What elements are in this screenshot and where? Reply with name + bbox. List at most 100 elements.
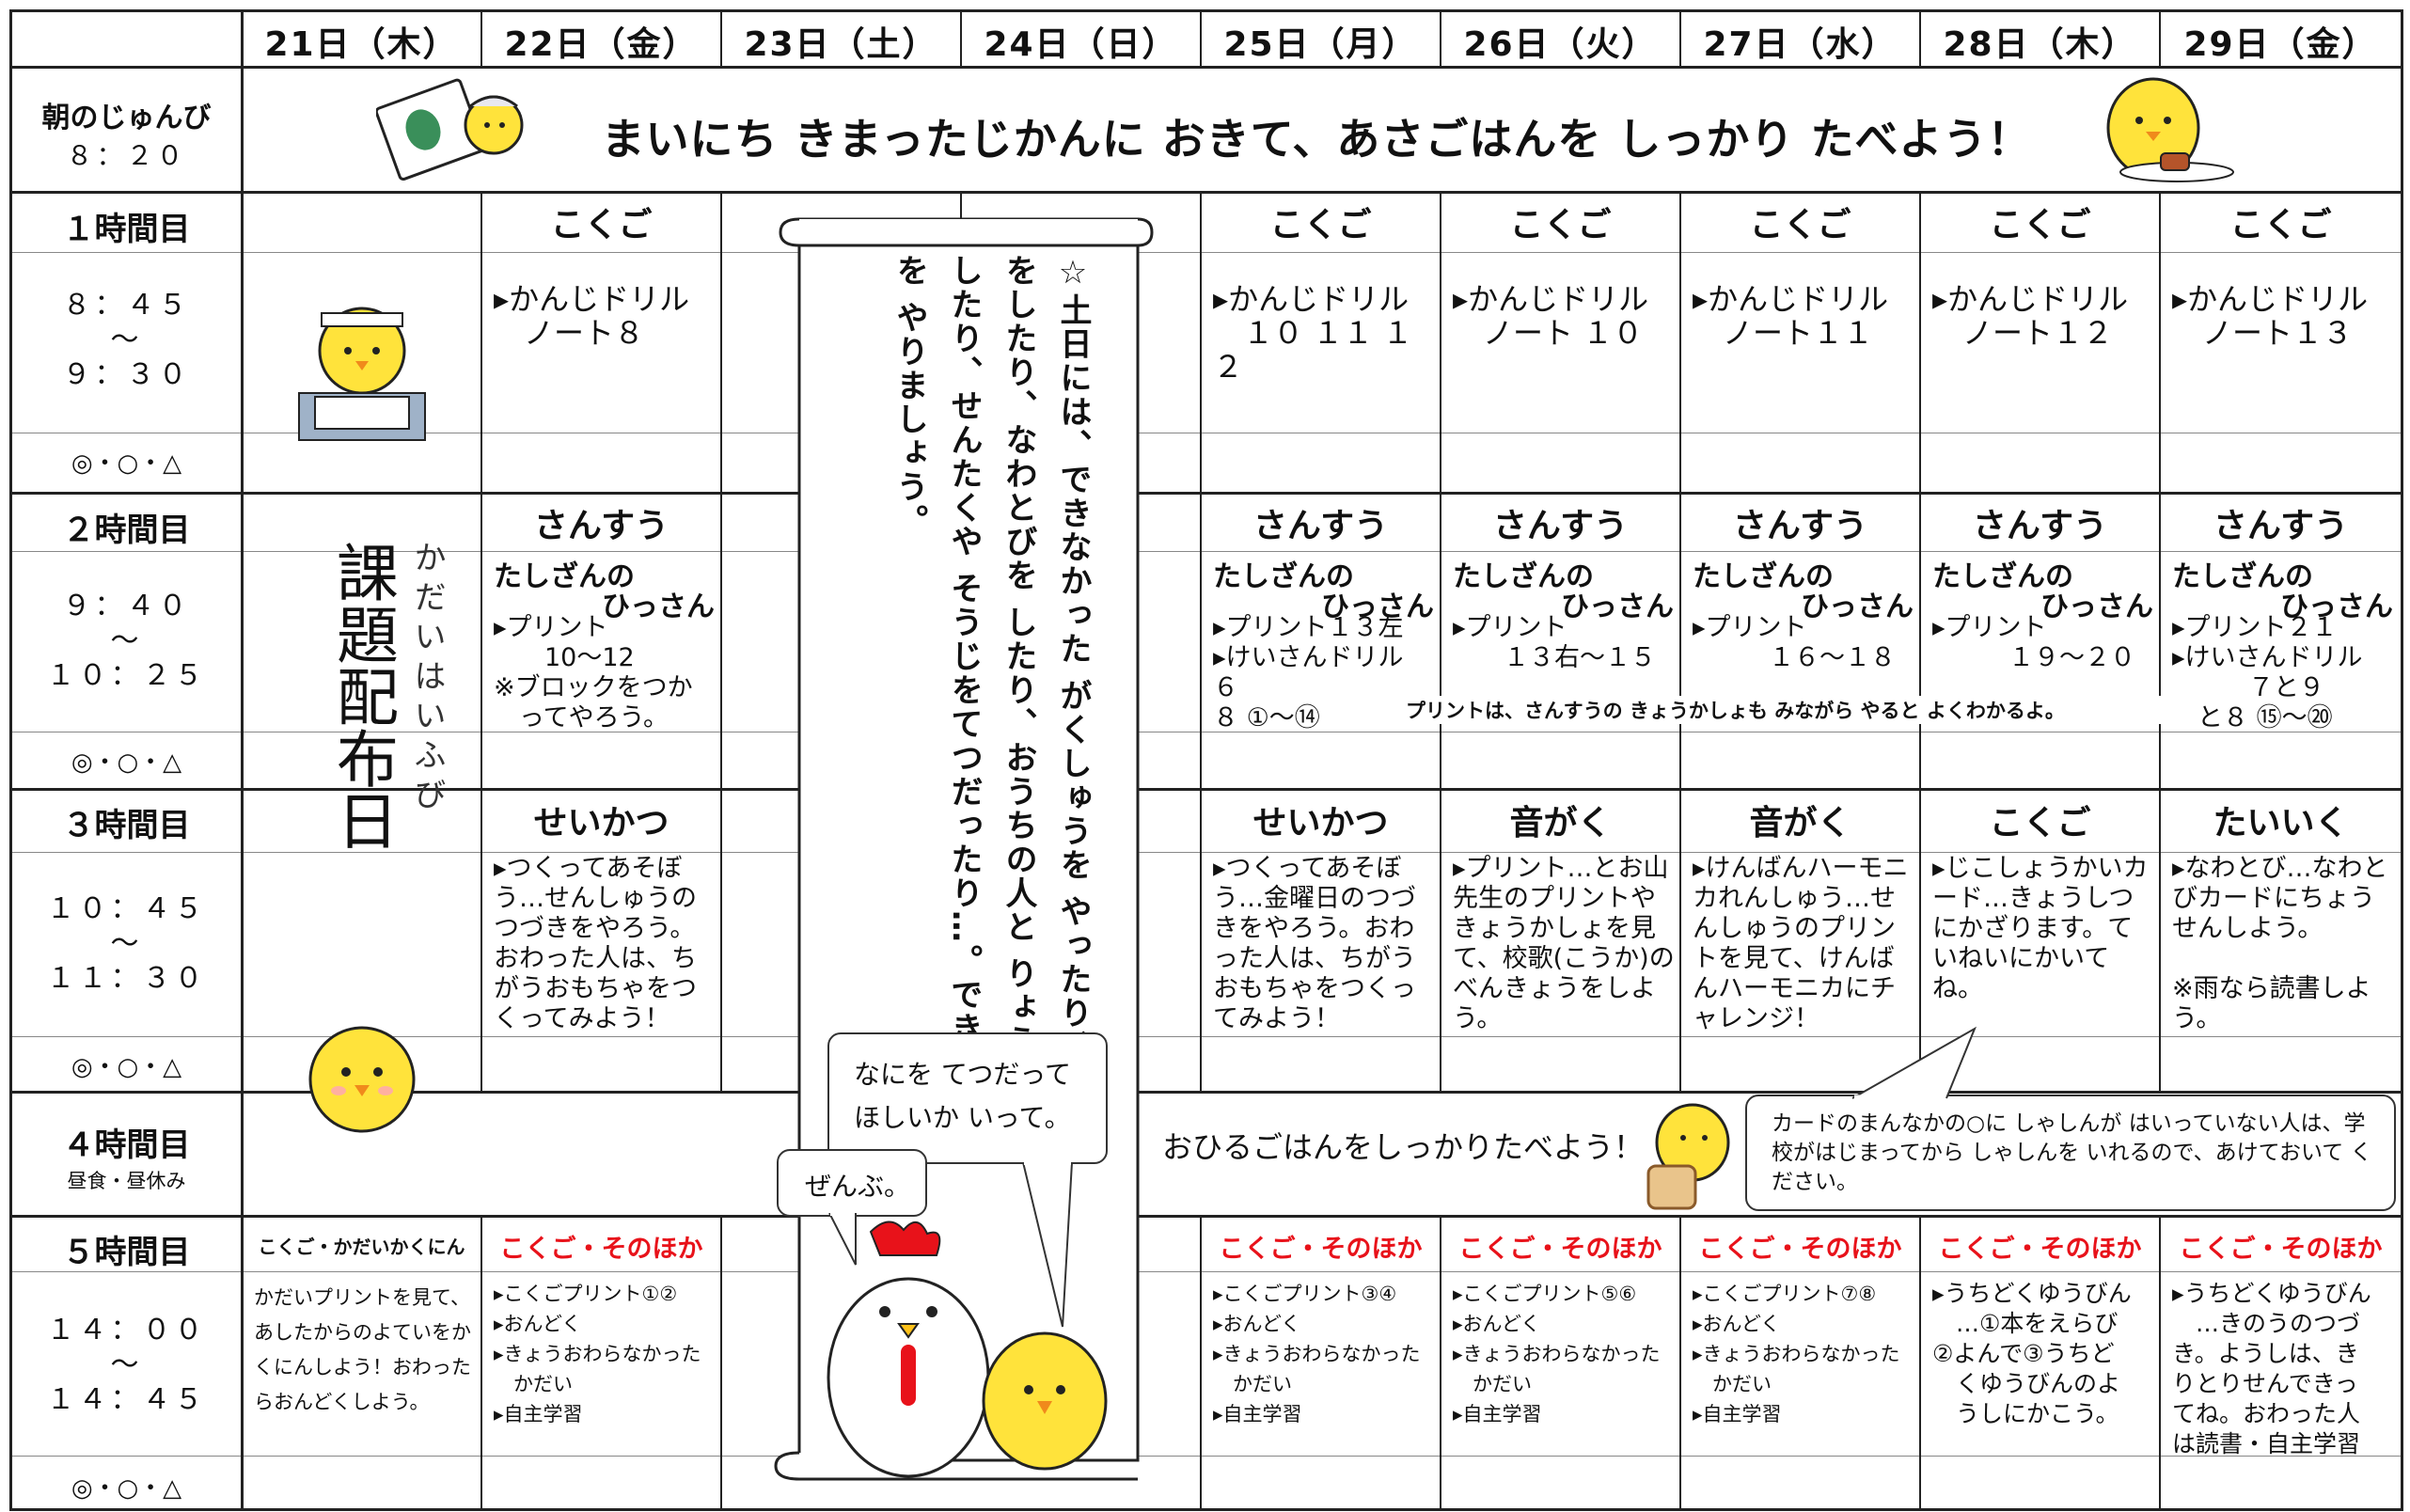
p2-title1-29: たしざんの bbox=[2172, 560, 2313, 593]
p5-subject-29: こくご・そのほか bbox=[2179, 1235, 2383, 1264]
morning-time: ８：２０ bbox=[66, 140, 187, 171]
p2-title1-25: たしざんの bbox=[1213, 560, 1354, 593]
p2-content-25: ▸プリント１３左 ▸けいさんドリル ６ ８ ①～⑭ bbox=[1213, 613, 1404, 732]
chick-bubble-tail bbox=[828, 1213, 857, 1266]
p3-content-29: ▸なわとび…なわとびカードにちょうせんしよう。 ※雨なら読書しよう。 bbox=[2172, 854, 2388, 1033]
card-note-bubble-tail bbox=[1851, 1026, 1977, 1100]
p2-title1-28: たしざんの bbox=[1932, 560, 2073, 593]
p2-title2-29: ひっさん bbox=[2280, 591, 2393, 623]
period-4-label: ４時間目 bbox=[62, 1126, 191, 1164]
p2-subject-27: さんすう bbox=[1732, 507, 1868, 545]
p3-content-22: ▸つくってあそぼう…せんしゅうのつづきをやろう。おわった人は、ちがうおもちゃをつ… bbox=[494, 854, 697, 1033]
period-2-label: ２時間目 bbox=[62, 512, 191, 549]
period-2-time: ９：４０ ～ １０：２５ bbox=[46, 590, 207, 692]
p3-subject-29: たいいく bbox=[2213, 804, 2349, 843]
p3-content-25: ▸つくってあそぼう…金曜日のつづきをやろう。おわった人は、ちがうおもちゃをつくっ… bbox=[1213, 854, 1416, 1033]
p2-content-27: ▸プリント １６～１８ bbox=[1693, 613, 1896, 672]
p3-subject-27: 音がく bbox=[1749, 804, 1851, 843]
period-5-label: ５時間目 bbox=[62, 1234, 191, 1271]
p2-subject-25: さんすう bbox=[1252, 507, 1389, 545]
day-header-26: 26日（火） bbox=[1463, 25, 1658, 64]
p1-content-26: ▸かんじドリル ノート １０ bbox=[1453, 281, 1649, 351]
p1-subject-25: こくご bbox=[1269, 206, 1372, 244]
chick-speech-text: ぜんぶ。 bbox=[805, 1171, 911, 1202]
studying-chick-icon bbox=[298, 307, 426, 441]
kadai-haifubi-ruby: かだいはいふび bbox=[408, 541, 446, 817]
period-3-eval: ◎・○・△ bbox=[71, 1053, 182, 1081]
chick-toast-icon bbox=[1646, 1103, 1730, 1210]
hen-and-chick-icon bbox=[827, 1221, 1108, 1478]
p3-subject-28: こくご bbox=[1989, 804, 2091, 843]
chick-reading-book-icon bbox=[376, 78, 524, 181]
p2-subject-29: さんすう bbox=[2213, 507, 2349, 545]
day-header-21: 21日（木） bbox=[264, 25, 459, 64]
p2-title2-28: ひっさん bbox=[2040, 591, 2153, 623]
p2-content-28: ▸プリント １９～２０ bbox=[1932, 613, 2135, 672]
p2-title1-26: たしざんの bbox=[1453, 560, 1594, 593]
p1-content-28: ▸かんじドリル ノート１２ bbox=[1932, 281, 2129, 351]
p1-content-22: ▸かんじドリル ノート８ bbox=[494, 281, 690, 351]
p5-subject-21: こくご・かだいかくにん bbox=[258, 1236, 465, 1258]
p2-title2-27: ひっさん bbox=[1801, 591, 1914, 623]
hen-speech-bubble: なにを てつだって ほしいか いって。 bbox=[827, 1032, 1108, 1164]
period-5-time: １４：００ ～ １４：４５ bbox=[46, 1314, 207, 1416]
chick-icon bbox=[308, 1026, 416, 1133]
chick-speech-bubble: ぜんぶ。 bbox=[777, 1149, 927, 1217]
period-2-eval: ◎・○・△ bbox=[71, 748, 182, 777]
day-header-29: 29日（金） bbox=[2183, 25, 2378, 64]
day-header-24: 24日（日） bbox=[984, 25, 1178, 64]
p5-content-27: ▸こくごプリント⑦⑧ ▸おんどく ▸きょうおわらなかった かだい ▸自主学習 bbox=[1693, 1283, 1900, 1425]
p2-subject-26: さんすう bbox=[1492, 507, 1629, 545]
p3-subject-25: せいかつ bbox=[1252, 804, 1389, 843]
card-note-bubble: カードのまんなかの○に しゃしんが はいっていない人は、学校がはじまってから し… bbox=[1745, 1095, 2396, 1211]
p5-subject-22: こくご・そのほか bbox=[499, 1235, 703, 1264]
p3-content-28: ▸じこしょうかいカード…きょうしつにかざります。ていねいにかいてね。 bbox=[1932, 854, 2149, 1003]
p1-subject-27: こくご bbox=[1749, 206, 1851, 244]
p2-subject-22: さんすう bbox=[533, 507, 669, 545]
p1-subject-26: こくご bbox=[1509, 206, 1612, 244]
p2-note: プリントは、さんすうの きょうかしょも みながら やると よくわかるよ。 bbox=[1406, 696, 2177, 724]
period-3-time: １０：４５ ～ １１：３０ bbox=[46, 892, 207, 995]
p2-title2-25: ひっさん bbox=[1321, 591, 1434, 623]
p5-subject-26: こくご・そのほか bbox=[1458, 1235, 1662, 1264]
p2-title1-27: たしざんの bbox=[1693, 560, 1834, 593]
p2-title2-26: ひっさん bbox=[1561, 591, 1674, 623]
period-3-label: ３時間目 bbox=[62, 807, 191, 844]
p5-content-21: かだいプリントを見て、あしたからのよていをかくにんしよう！おわったらおんどくしよ… bbox=[254, 1286, 471, 1413]
p2-title2-22: ひっさん bbox=[602, 591, 715, 623]
day-header-27: 27日（水） bbox=[1703, 25, 1898, 64]
p1-content-25: ▸かんじドリル １０ １１ １２ bbox=[1213, 281, 1413, 385]
p5-content-26: ▸こくごプリント⑤⑥ ▸おんどく ▸きょうおわらなかった かだい ▸自主学習 bbox=[1453, 1283, 1661, 1425]
period-4-sub: 昼食・昼休み bbox=[67, 1170, 186, 1192]
p5-content-28: ▸うちどくゆうびん …①本をえらび ②よんで③うちど くゆうびんのよ うしにかこ… bbox=[1932, 1280, 2132, 1427]
p2-content-26: ▸プリント １３右～１５ bbox=[1453, 613, 1656, 672]
period-5-eval: ◎・○・△ bbox=[71, 1474, 182, 1503]
morning-message: まいにち きまったじかんに おきて、あさごはんを しっかり たべよう！ bbox=[601, 114, 2032, 165]
p2-title1-22: たしざんの bbox=[494, 560, 635, 593]
p5-subject-27: こくご・そのほか bbox=[1698, 1235, 1902, 1264]
chick-breakfast-icon bbox=[2106, 77, 2234, 182]
p4-lunch-message: おひるごはんをしっかりたべよう！ bbox=[1162, 1129, 1645, 1165]
p1-subject-22: こくご bbox=[550, 206, 653, 244]
p5-subject-28: こくご・そのほか bbox=[1938, 1235, 2142, 1264]
p5-content-29: ▸うちどくゆうびん …きのうのつづ き。ようしは、き りとりせんできっ てね。お… bbox=[2172, 1280, 2371, 1457]
scroll-text: ☆土日には、できなかった がくしゅうを やったり、読書をしたり、なわとびを した… bbox=[890, 254, 1092, 1147]
p1-content-29: ▸かんじドリル ノート１３ bbox=[2172, 281, 2369, 351]
day-header-25: 25日（月） bbox=[1223, 25, 1418, 64]
day-header-28: 28日（木） bbox=[1943, 25, 2137, 64]
p2-content-22: ▸プリント 10～12 ※ブロックをつか ってやろう。 bbox=[494, 613, 693, 732]
p1-subject-28: こくご bbox=[1989, 206, 2091, 244]
hen-bubble-tail bbox=[1022, 1162, 1073, 1328]
card-note-text: カードのまんなかの○に しゃしんが はいっていない人は、学校がはじまってから し… bbox=[1772, 1111, 2372, 1194]
period-1-label: １時間目 bbox=[62, 211, 191, 248]
p3-subject-22: せいかつ bbox=[533, 804, 669, 843]
kadai-haifubi-text: 課題配布日 bbox=[326, 541, 399, 851]
period-1-eval: ◎・○・△ bbox=[71, 449, 182, 478]
hen-speech-text: なにを てつだって ほしいか いって。 bbox=[854, 1059, 1071, 1133]
p2-content-29: ▸プリント２１ ▸けいさんドリル ７と９ と８ ⑮～⑳ bbox=[2172, 613, 2363, 732]
p5-content-22: ▸こくごプリント①② ▸おんどく ▸きょうおわらなかった かだい ▸自主学習 bbox=[494, 1283, 701, 1425]
p1-subject-29: こくご bbox=[2229, 206, 2332, 244]
day-header-23: 23日（土） bbox=[744, 25, 938, 64]
p5-subject-25: こくご・そのほか bbox=[1219, 1235, 1423, 1264]
p3-subject-26: 音がく bbox=[1509, 804, 1612, 843]
